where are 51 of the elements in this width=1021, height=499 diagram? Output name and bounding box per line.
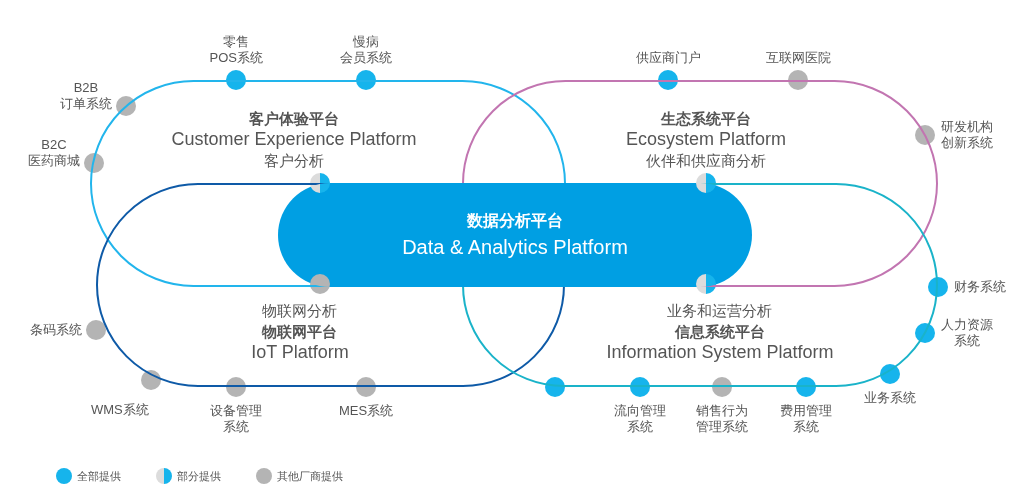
system-dot <box>86 320 106 340</box>
system-dot <box>658 70 678 90</box>
system-dot <box>356 377 376 397</box>
platform-name: Ecosystem Platform <box>626 129 786 150</box>
platform-heading: 信息系统平台 <box>673 322 766 342</box>
system-dot <box>796 377 816 397</box>
system-label: 互联网医院 <box>765 50 831 66</box>
analysis-label: 物联网分析 <box>261 301 339 321</box>
system-dot <box>630 377 650 397</box>
legend-label: 其他厂商提供 <box>277 468 343 484</box>
system-dot <box>84 153 104 173</box>
system-dot <box>356 70 376 90</box>
system-label: 条码系统 <box>30 322 82 338</box>
platform-name: IoT Platform <box>251 342 349 363</box>
system-label: 人力资源系统 <box>941 317 993 349</box>
half-filled-dot <box>696 274 716 294</box>
platform-heading: 客户体验平台 <box>248 109 340 129</box>
half-filled-dot <box>310 173 330 193</box>
system-label: WMS系统 <box>91 402 149 418</box>
system-dot <box>226 377 246 397</box>
platform-name: Customer Experience Platform <box>171 129 417 150</box>
system-label: 销售行为管理系统 <box>696 403 748 435</box>
half-filled-dot <box>696 173 716 193</box>
legend-label: 全部提供 <box>77 468 121 484</box>
system-dot <box>545 377 565 397</box>
system-label: 慢病会员系统 <box>340 34 392 66</box>
platform-heading: 物联网平台 <box>260 322 339 342</box>
system-label: 流向管理系统 <box>614 403 666 435</box>
system-label: 财务系统 <box>954 279 1006 295</box>
platform-name: Data & Analytics Platform <box>402 235 628 260</box>
system-dot <box>226 70 246 90</box>
system-dot <box>788 70 808 90</box>
platform-heading: 生态系统平台 <box>659 109 752 129</box>
system-label: 费用管理系统 <box>780 403 832 435</box>
system-dot <box>712 377 732 397</box>
system-dot <box>141 370 161 390</box>
system-label: 设备管理系统 <box>210 403 262 435</box>
system-dot <box>928 277 948 297</box>
analysis-label: 业务和运营分析 <box>666 301 774 321</box>
system-label: MES系统 <box>339 403 394 419</box>
system-label: 研发机构创新系统 <box>941 119 993 151</box>
legend-label: 部分提供 <box>177 468 221 484</box>
system-label: B2B 订单系统 <box>60 80 112 112</box>
platform-heading: 数据分析平台 <box>467 211 563 231</box>
system-label: B2C 医药商城 <box>28 137 80 169</box>
analysis-label: 客户分析 <box>263 151 325 171</box>
analysis-label: 伙伴和供应商分析 <box>645 151 767 171</box>
system-label: 供应商门户 <box>635 50 701 66</box>
system-label: 业务系统 <box>864 390 916 406</box>
platform-name: Information System Platform <box>606 342 834 363</box>
system-label: 零售 POS系统 <box>209 34 263 66</box>
